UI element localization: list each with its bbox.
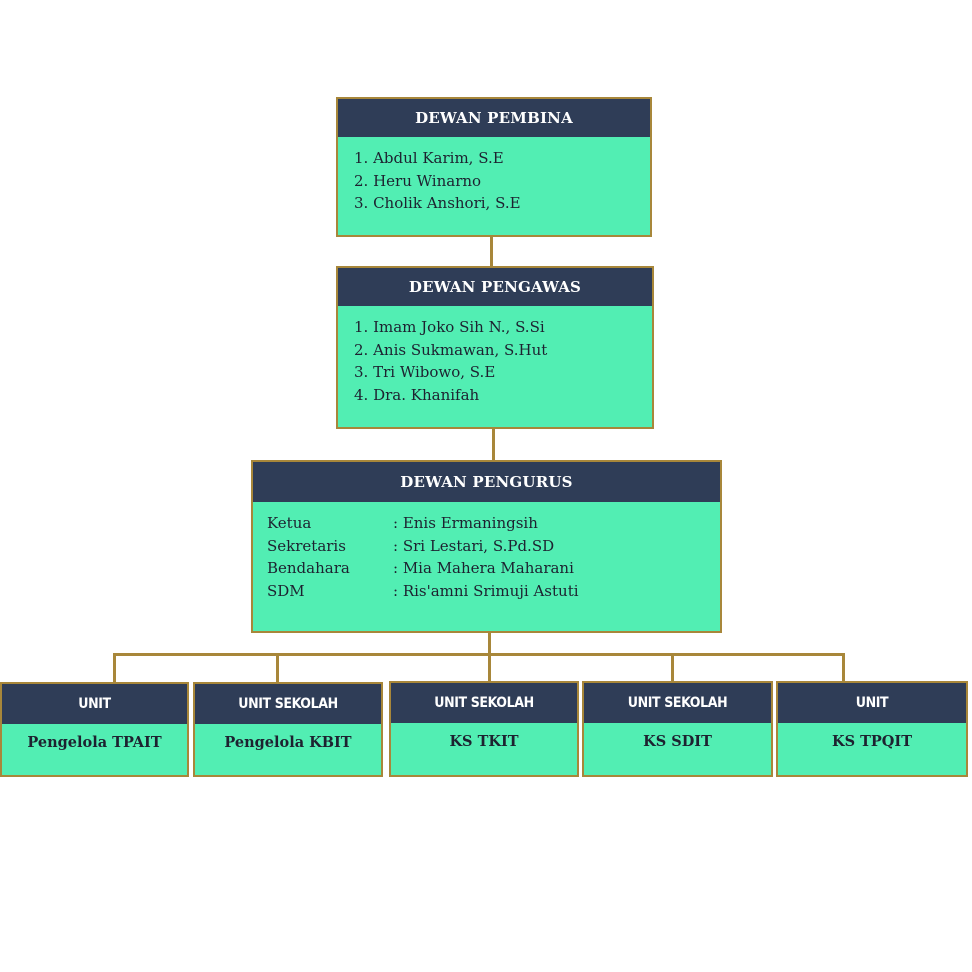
pengurus-name: : Ris'amni Srimuji Astuti xyxy=(393,581,579,600)
unit-box-kbit: UNIT SEKOLAH Pengelola KBIT xyxy=(193,682,383,777)
dewan-pembina-box: DEWAN PEMBINA 1. Abdul Karim, S.E 2. Her… xyxy=(336,97,652,237)
unit-header: UNIT xyxy=(778,683,966,723)
dewan-pengurus-title: DEWAN PENGURUS xyxy=(253,462,720,502)
connector-unit-2 xyxy=(276,653,279,684)
dewan-pembina-title: DEWAN PEMBINA xyxy=(338,99,650,137)
connector-unit-4 xyxy=(671,653,674,683)
connector-horizontal-bus xyxy=(113,653,845,656)
connector-unit-5 xyxy=(842,653,845,683)
unit-box-tpait: UNIT Pengelola TPAIT xyxy=(0,682,189,777)
pengurus-role: SDM xyxy=(267,581,305,600)
unit-header: UNIT SEKOLAH xyxy=(195,684,381,724)
connector-unit-1 xyxy=(113,653,116,684)
pembina-member: 3. Cholik Anshori, S.E xyxy=(354,194,521,212)
connector-pengawas-pengurus xyxy=(492,427,495,461)
unit-header: UNIT xyxy=(2,684,187,724)
connector-pembina-pengawas xyxy=(490,235,493,267)
dewan-pengawas-members: 1. Imam Joko Sih N., S.Si 2. Anis Sukmaw… xyxy=(338,306,652,406)
connector-pengurus-bus xyxy=(488,631,491,655)
unit-box-tkit: UNIT SEKOLAH KS TKIT xyxy=(389,681,579,777)
unit-name: KS TPQIT xyxy=(831,733,913,750)
unit-name: Pengelola KBIT xyxy=(224,734,352,751)
unit-header: UNIT SEKOLAH xyxy=(584,683,771,723)
pengawas-member: 3. Tri Wibowo, S.E xyxy=(354,363,496,381)
pengurus-name: : Enis Ermaningsih xyxy=(393,514,538,532)
unit-header: UNIT SEKOLAH xyxy=(391,683,577,723)
dewan-pengawas-title: DEWAN PENGAWAS xyxy=(338,268,652,306)
dewan-pengurus-box: DEWAN PENGURUS Ketua : Enis Ermaningsih … xyxy=(251,460,722,633)
pengurus-role: Ketua xyxy=(267,514,312,532)
pengurus-role: Bendahara xyxy=(267,559,350,577)
dewan-pengurus-roles: Ketua : Enis Ermaningsih Sekretaris : Sr… xyxy=(253,502,720,602)
pengawas-member: 4. Dra. Khanifah xyxy=(354,385,480,404)
pengurus-name: : Sri Lestari, S.Pd.SD xyxy=(393,536,555,555)
pengurus-name: : Mia Mahera Maharani xyxy=(393,559,574,577)
pengurus-role: Sekretaris xyxy=(267,536,346,555)
pembina-member: 2. Heru Winarno xyxy=(354,171,482,190)
pengawas-member: 1. Imam Joko Sih N., S.Si xyxy=(354,318,545,336)
dewan-pembina-members: 1. Abdul Karim, S.E 2. Heru Winarno 3. C… xyxy=(338,137,650,215)
unit-box-sdit: UNIT SEKOLAH KS SDIT xyxy=(582,681,773,777)
unit-name: KS SDIT xyxy=(643,733,712,750)
unit-name: KS TKIT xyxy=(449,733,519,750)
pengawas-member: 2. Anis Sukmawan, S.Hut xyxy=(354,340,548,359)
connector-unit-3 xyxy=(488,653,491,683)
unit-name: Pengelola TPAIT xyxy=(27,734,162,751)
unit-box-tpqit: UNIT KS TPQIT xyxy=(776,681,968,777)
dewan-pengawas-box: DEWAN PENGAWAS 1. Imam Joko Sih N., S.Si… xyxy=(336,266,654,429)
pembina-member: 1. Abdul Karim, S.E xyxy=(354,149,504,167)
